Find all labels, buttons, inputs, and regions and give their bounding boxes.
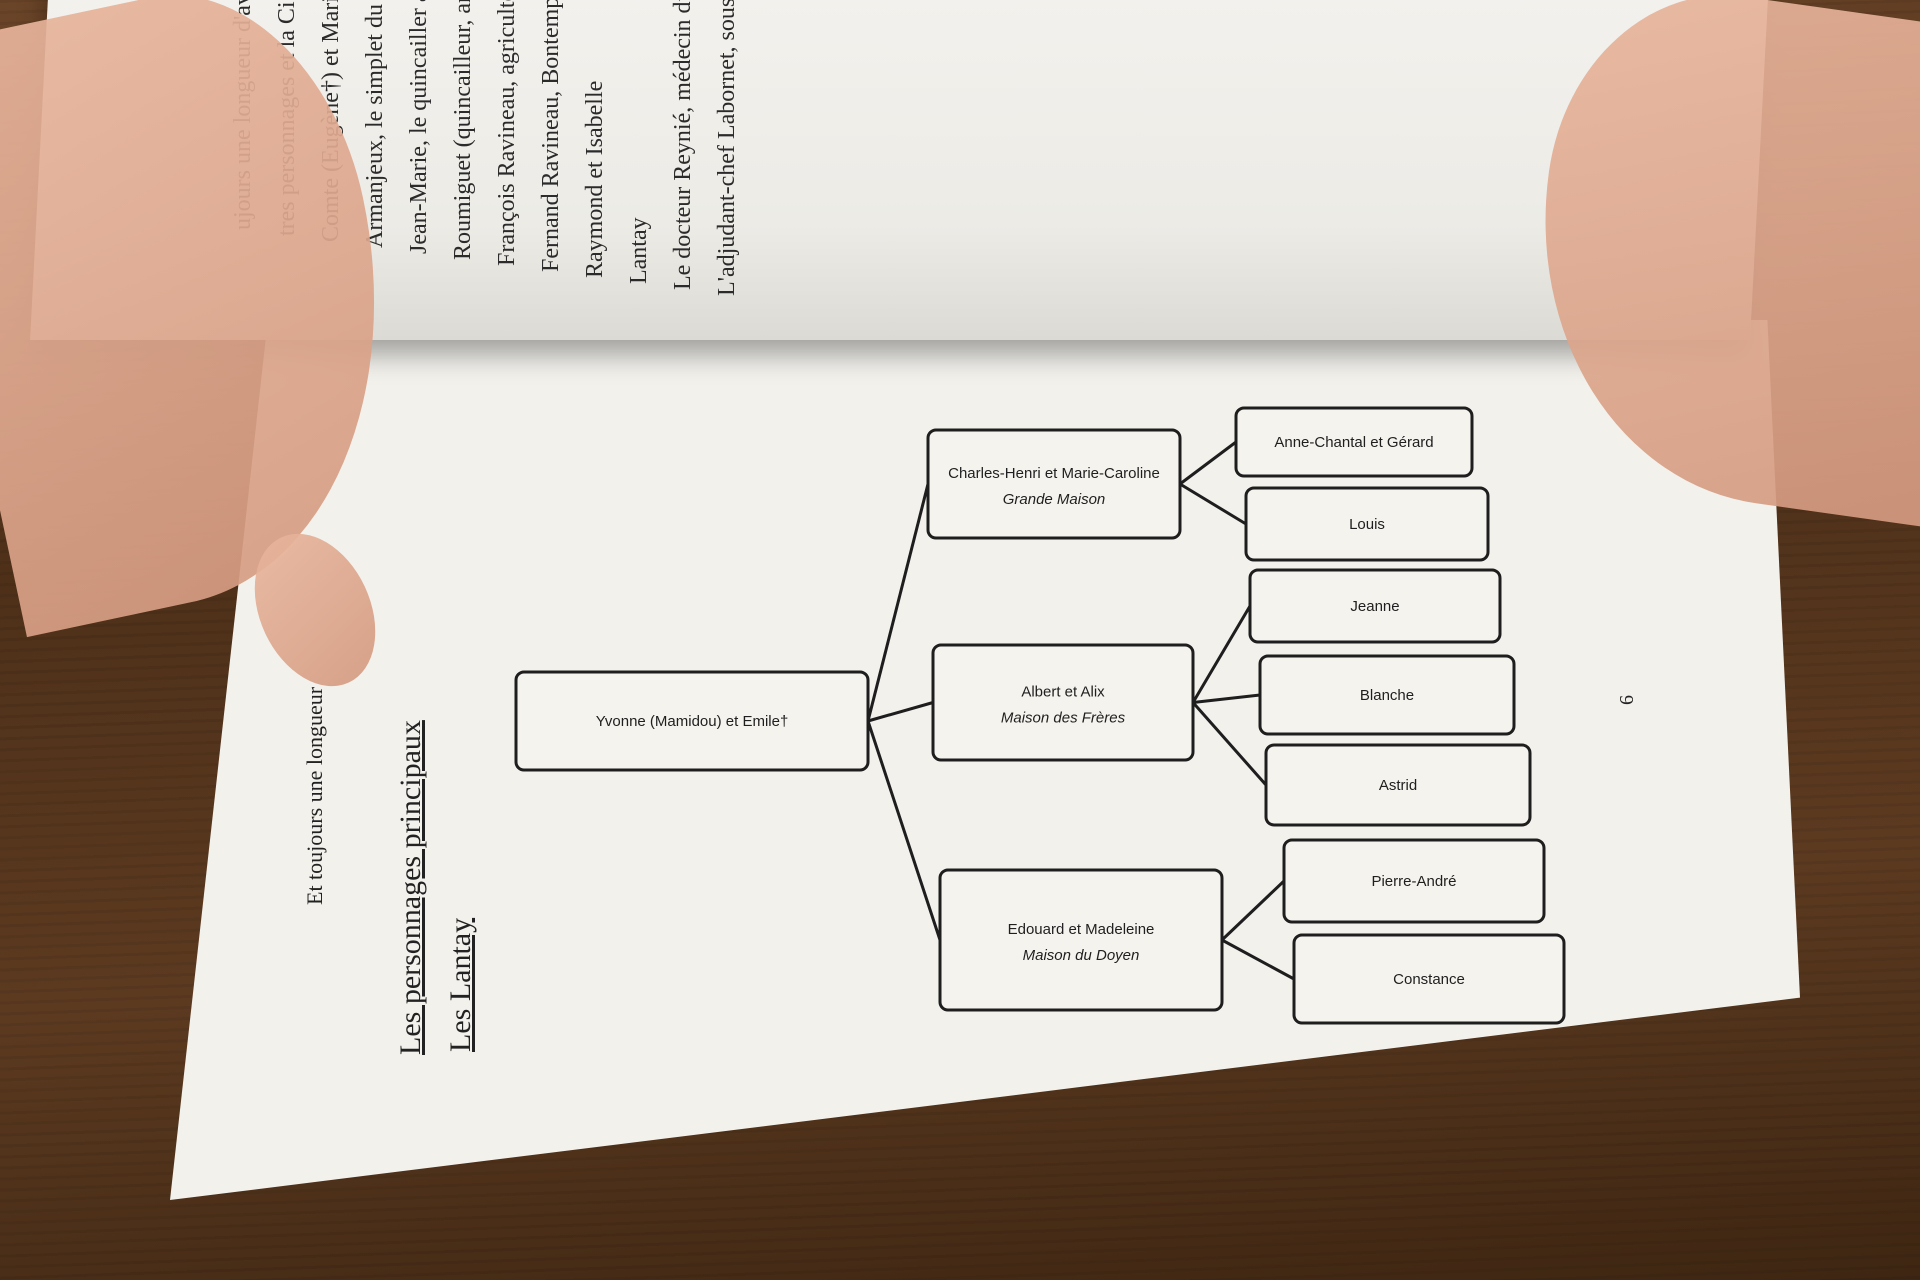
tree-connector (1191, 701, 1268, 786)
child-box: Louis (1244, 486, 1490, 562)
tree-connector (866, 720, 942, 941)
tree-connector (1192, 693, 1261, 704)
tree-connector (1179, 440, 1237, 486)
tree-connector (1179, 482, 1247, 526)
person-label: Yvonne (Mamidou) et Emile† (596, 713, 789, 730)
child-box: Blanche (1258, 654, 1516, 736)
tree-connector (1191, 605, 1252, 704)
tree-connector (867, 701, 934, 723)
person-label: Charles-Henri et Marie-Caroline (948, 465, 1160, 482)
person-label: Constance (1393, 971, 1465, 988)
person-label: Louis (1349, 516, 1385, 533)
person-label: Pierre-André (1371, 873, 1456, 890)
person-label: Astrid (1379, 777, 1417, 794)
house-label: Maison du Doyen (1023, 947, 1140, 964)
person-label: Edouard et Madeleine (1008, 921, 1155, 938)
tree-connector (1221, 938, 1295, 981)
tree-connector (866, 483, 930, 722)
house-label: Maison des Frères (1001, 710, 1126, 727)
person-label: Blanche (1360, 687, 1414, 704)
child-box: Constance (1292, 933, 1566, 1025)
house-label: Grande Maison (1003, 491, 1106, 508)
child-box: Anne-Chantal et Gérard (1234, 406, 1474, 478)
root-box: Yvonne (Mamidou) et Emile† (514, 670, 870, 772)
child-box: Pierre-André (1282, 838, 1546, 924)
tree-connector (1220, 879, 1286, 942)
child-box: Astrid (1264, 743, 1532, 827)
tree-connectors (866, 440, 1295, 981)
person-label: Albert et Alix (1021, 684, 1105, 701)
child-box: Jeanne (1248, 568, 1502, 644)
person-label: Anne-Chantal et Gérard (1274, 434, 1433, 451)
person-label: Jeanne (1350, 598, 1399, 615)
